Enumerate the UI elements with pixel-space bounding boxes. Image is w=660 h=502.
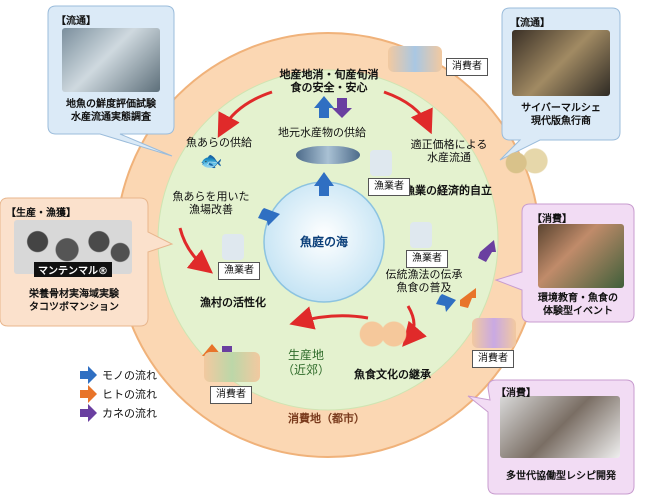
- callout-right-caption: 環境教育・魚食の 体験型イベント: [538, 293, 618, 317]
- independence-label: 漁業の経済的自立: [404, 184, 492, 197]
- callout-top-right-tag: 【流通】: [510, 18, 550, 29]
- callout-bottom-right-tag: 【消費】: [496, 388, 536, 399]
- fish-bone-icon: 🐟: [200, 151, 223, 172]
- callout-left-brand: マンテンマル®: [34, 262, 112, 277]
- legend-hito-icon: [80, 385, 97, 403]
- callout-top-left-tag: 【流通】: [56, 16, 96, 27]
- family-top-figures: [388, 46, 442, 72]
- fish-illustration: [296, 146, 360, 164]
- mono-arrow-right-center: [258, 208, 280, 226]
- callout-top-right-caption: サイバーマルシェ 現代版魚行商: [521, 103, 601, 127]
- legend-mono-label: モノの流れ: [102, 369, 157, 382]
- red-arrow-left: [178, 227, 214, 274]
- legend-kane-icon: [80, 404, 97, 422]
- mono-arrow-up-center: [314, 172, 334, 196]
- photo-concrete-balls: [14, 220, 132, 274]
- fisherman-left-figure: [222, 234, 244, 260]
- callout-left-caption: 栄養骨材実海域実験 タコツボマンション: [29, 289, 119, 313]
- callout-left-tag: 【生産・漁獲】: [6, 208, 76, 219]
- photo-fish-freshness: [62, 28, 160, 92]
- consumer-badge-top: 消費者: [446, 58, 488, 76]
- fair-price-label: 適正価格による 水産流通: [410, 138, 488, 164]
- callout-top-left-caption: 地魚の鮮度評価試験 水産流通実態調査: [66, 99, 156, 123]
- kane-arrow-down-top: [332, 98, 352, 118]
- photo-event: [538, 224, 624, 288]
- consumer-badge-bottom: 消費者: [210, 386, 252, 404]
- fishing-ground-label: 魚あらを用いた 漁場改善: [172, 190, 250, 216]
- kids-eating-illustration: [356, 318, 410, 358]
- red-arrow-top-right: [383, 90, 433, 135]
- red-arrow-top-left: [217, 90, 273, 138]
- family-right-figures: [472, 318, 516, 348]
- tradition-label: 伝統漁法の伝承 魚食の普及: [385, 268, 463, 294]
- fisherman-badge-right: 漁業者: [406, 250, 448, 268]
- callout-right-tag: 【消費】: [532, 214, 572, 225]
- mono-arrow-up-top: [314, 96, 334, 118]
- family-bottom-figures: [204, 352, 260, 382]
- money-illustration: [500, 140, 554, 178]
- fisherman-badge-top: 漁業者: [368, 178, 410, 196]
- center-label: 魚庭の海: [300, 235, 349, 249]
- culture-label: 魚食文化の継承: [354, 368, 431, 381]
- supply-fish-label: 地元水産物の供給: [278, 126, 366, 139]
- production-zone-label: 生産地 （近郊）: [281, 348, 330, 377]
- photo-recipe: [500, 396, 620, 458]
- legend-mono-icon: [80, 366, 97, 384]
- fisherman-right-figure: [410, 222, 432, 248]
- red-arrow-bottom: [289, 306, 369, 330]
- kane-arrow-right: [478, 240, 496, 262]
- photo-cyber-marche: [512, 30, 610, 96]
- fisherman-badge-left: 漁業者: [218, 262, 260, 280]
- consumer-badge-right: 消費者: [472, 350, 514, 368]
- consumption-zone-label: 消費地（都市）: [288, 412, 365, 425]
- legend-hito-label: ヒトの流れ: [102, 388, 157, 401]
- fisherman-top-figure: [370, 150, 392, 176]
- top-title: 地産地消・旬産旬消 食の安全・安心: [279, 68, 379, 94]
- hito-arrow-right: [460, 288, 476, 308]
- legend-kane-label: カネの流れ: [102, 407, 157, 420]
- callout-bottom-right-caption: 多世代協働型レシピ開発: [506, 471, 616, 482]
- mono-arrow-right-low: [436, 294, 456, 312]
- village-label: 漁村の活性化: [200, 296, 266, 309]
- supply-scraps-label: 魚あらの供給: [186, 136, 252, 149]
